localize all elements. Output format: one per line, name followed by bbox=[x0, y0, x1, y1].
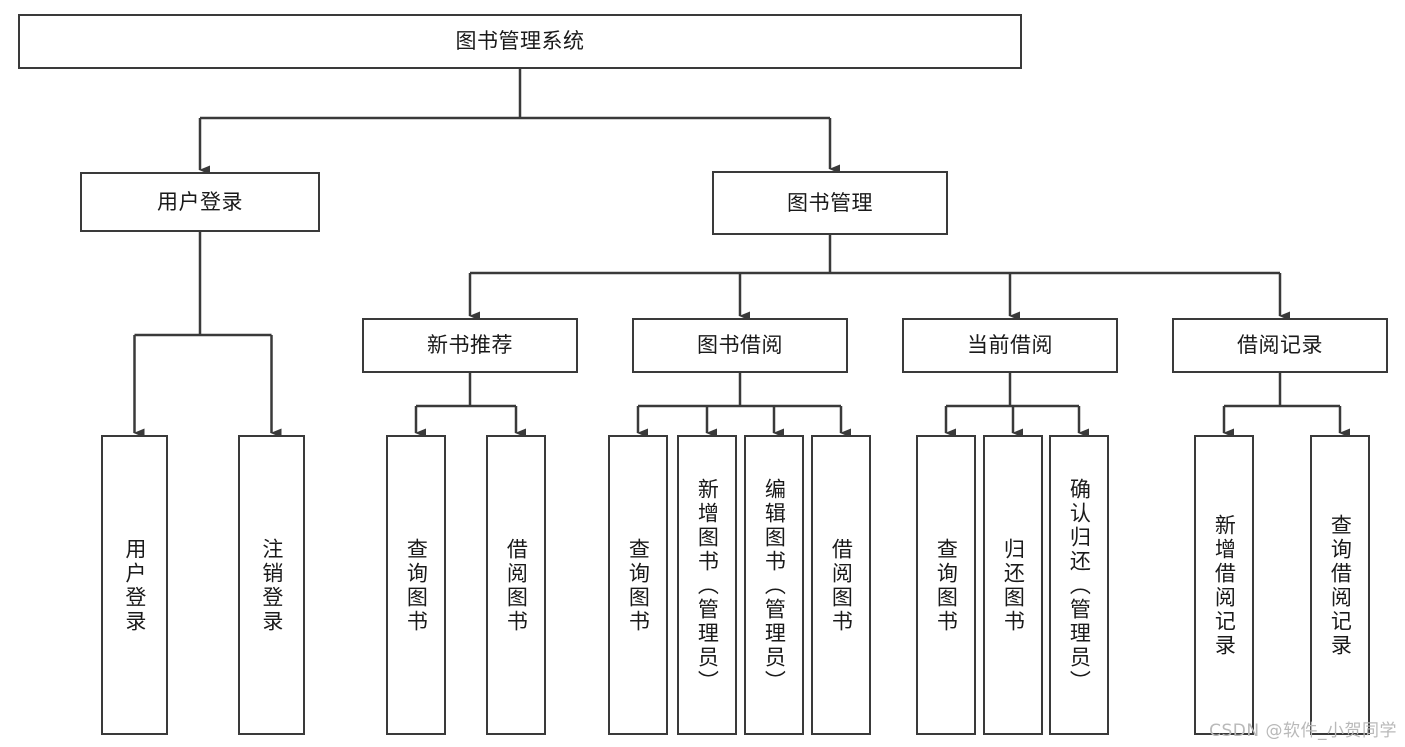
node-leaf-borrow-book-2: 借阅图书 bbox=[811, 435, 871, 735]
node-book-manage: 图书管理 bbox=[712, 171, 948, 235]
node-label: 查询借阅记录 bbox=[1328, 514, 1353, 658]
node-user-login: 用户登录 bbox=[80, 172, 320, 232]
node-label: 新增借阅记录 bbox=[1212, 514, 1237, 658]
node-label: 查询图书 bbox=[404, 538, 429, 634]
node-label: 借阅记录 bbox=[1237, 333, 1323, 358]
node-leaf-return-book: 归还图书 bbox=[983, 435, 1043, 735]
watermark: CSDN @软件_小贺同学 bbox=[1209, 721, 1397, 741]
node-root: 图书管理系统 bbox=[18, 14, 1022, 69]
node-label: 图书借阅 bbox=[697, 333, 783, 358]
node-label: 用户登录 bbox=[157, 189, 243, 214]
node-label: 编辑图书（管理员） bbox=[762, 478, 787, 694]
node-new-book-recommend: 新书推荐 bbox=[362, 318, 578, 373]
edge-paths bbox=[133, 69, 1350, 438]
node-label: 查询图书 bbox=[626, 538, 651, 634]
node-leaf-confirm-return: 确认归还（管理员） bbox=[1049, 435, 1109, 735]
node-leaf-user-login: 用户登录 bbox=[101, 435, 168, 735]
node-label: 用户登录 bbox=[122, 538, 147, 634]
node-label: 图书管理 bbox=[787, 190, 873, 215]
node-leaf-edit-book: 编辑图书（管理员） bbox=[744, 435, 804, 735]
node-label: 借阅图书 bbox=[504, 538, 529, 634]
node-leaf-add-record: 新增借阅记录 bbox=[1194, 435, 1254, 735]
node-label: 借阅图书 bbox=[829, 538, 854, 634]
node-label: 新增图书（管理员） bbox=[695, 478, 720, 694]
node-leaf-logout: 注销登录 bbox=[238, 435, 305, 735]
node-label: 查询图书 bbox=[934, 538, 959, 634]
node-leaf-query-record: 查询借阅记录 bbox=[1310, 435, 1370, 735]
node-leaf-query-book-1: 查询图书 bbox=[386, 435, 446, 735]
node-label: 图书管理系统 bbox=[455, 29, 585, 54]
node-leaf-query-book-2: 查询图书 bbox=[608, 435, 668, 735]
node-leaf-query-book-3: 查询图书 bbox=[916, 435, 976, 735]
node-borrow-record: 借阅记录 bbox=[1172, 318, 1388, 373]
node-label: 确认归还（管理员） bbox=[1067, 478, 1092, 694]
node-label: 归还图书 bbox=[1001, 538, 1026, 634]
node-label: 注销登录 bbox=[259, 538, 284, 634]
node-leaf-borrow-book-1: 借阅图书 bbox=[486, 435, 546, 735]
node-current-borrow: 当前借阅 bbox=[902, 318, 1118, 373]
node-leaf-add-book: 新增图书（管理员） bbox=[677, 435, 737, 735]
node-label: 新书推荐 bbox=[427, 333, 513, 358]
node-label: 当前借阅 bbox=[967, 333, 1053, 358]
node-book-borrow: 图书借阅 bbox=[632, 318, 848, 373]
